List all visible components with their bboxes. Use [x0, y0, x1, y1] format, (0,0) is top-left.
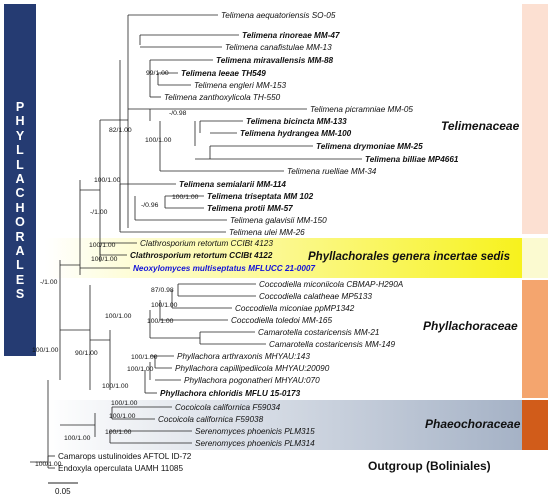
taxon-label: Coccodiella calatheae MP5133 — [259, 292, 372, 301]
support-value: 100/1.00 — [35, 461, 62, 468]
taxon-label: Camarotella costaricensis MM-21 — [258, 328, 380, 337]
telimenaceae-strip — [522, 4, 548, 234]
support-value: -/1.00 — [90, 209, 108, 216]
taxon-label: Endoxyla operculata UAMH 11085 — [58, 464, 183, 473]
support-value: -/0.96 — [141, 202, 159, 209]
taxon-label: Telimena protii MM-57 — [207, 204, 293, 213]
order-bar — [4, 4, 36, 356]
taxon-label: Phyllachora arthraxonis MHYAU:143 — [177, 352, 310, 361]
incertae-sedis-band — [45, 238, 522, 278]
taxon-label: Telimena picramniae MM-05 — [310, 105, 413, 114]
taxon-label: Telimena miravallensis MM-88 — [216, 56, 334, 65]
taxon-label: Telimena aequatoriensis SO-05 — [221, 11, 336, 20]
family-incertae-sedis: Phyllachorales genera incertae sedis — [308, 251, 510, 263]
taxon-label: Camarotella costaricensis MM-149 — [269, 340, 395, 349]
taxon-label: Telimena hydrangea MM-100 — [240, 129, 352, 138]
taxon-label: Coccodiella miconiae ppMP1342 — [235, 304, 355, 313]
support-value: 100/1.00 — [105, 429, 132, 436]
order-label: P H Y L L A C H O R A L E S — [15, 100, 25, 302]
taxon-label: Telimena engleri MM-153 — [194, 81, 287, 90]
support-value: 100/1.00 — [147, 318, 174, 325]
support-value: 100/1.00 — [111, 400, 138, 407]
support-value: 87/0.98 — [151, 287, 174, 294]
taxon-label: Camarops ustulinoides AFTOL ID-72 — [58, 452, 192, 461]
incertae-sedis-strip-light — [522, 238, 548, 278]
support-value: 100/1.00 — [172, 194, 199, 201]
taxon-label: Telimena triseptata MM 102 — [207, 192, 314, 201]
phyllachoraceae-strip — [522, 280, 548, 398]
phaeochoraceae-strip — [522, 400, 548, 450]
taxon-label: Clathrosporium retortum CCIBt 4123 — [140, 239, 273, 248]
family-phyllachoraceae: Phyllachoraceae — [423, 319, 518, 333]
taxon-label: Clathrosporium retortum CCIBt 4122 — [130, 251, 273, 260]
support-value: 100/1.00 — [32, 347, 59, 354]
taxon-label: Serenomyces phoenicis PLM314 — [195, 439, 315, 448]
taxon-label: Serenomyces phoenicis PLM315 — [195, 427, 315, 436]
taxon-label: Telimena rinoreae MM-47 — [242, 31, 340, 40]
taxon-label: Telimena drymoniae MM-25 — [316, 142, 423, 151]
support-value: 82/1.00 — [109, 127, 132, 134]
taxon-label: Phyllachora chloridis MFLU 15-0173 — [160, 389, 301, 398]
taxon-label: Coccodiella toledoi MM-165 — [231, 316, 332, 325]
taxon-label: Telimena leeae TH549 — [181, 69, 266, 78]
taxon-label: Coccodiella miconiicola CBMAP-H290A — [259, 280, 404, 289]
taxon-label: Phyllachora pogonatheri MHYAU:070 — [184, 376, 320, 385]
support-value: -/0.98 — [169, 110, 187, 117]
support-value: 100/1.00 — [127, 366, 154, 373]
taxon-label: Telimena galavisii MM-150 — [230, 216, 327, 225]
support-value: 100/1.00 — [89, 242, 116, 249]
support-value: 100/1.00 — [94, 177, 121, 184]
support-value: 90/1.00 — [75, 350, 98, 357]
family-telimenaceae: Telimenaceae — [441, 119, 520, 133]
scale-bar-label: 0.05 — [55, 487, 71, 496]
taxon-label: Telimena ulei MM-26 — [229, 228, 305, 237]
support-value: 100/1.00 — [91, 256, 118, 263]
support-value: 100/1.00 — [64, 435, 91, 442]
taxon-label: Telimena zanthoxylicola TH-550 — [164, 93, 281, 102]
taxon-label: Phyllachora capillipediicola MHYAU:20090 — [175, 364, 330, 373]
taxon-label: Cocoicola californica F59034 — [175, 403, 281, 412]
support-value: -/1.00 — [40, 279, 58, 286]
taxon-label: Telimena canafistulae MM-13 — [225, 43, 332, 52]
support-value: 99/1.00 — [146, 70, 169, 77]
support-value: 100/1.00 — [145, 137, 172, 144]
taxon-label: Neoxylomyces multiseptatus MFLUCC 21-000… — [133, 264, 315, 273]
taxon-label: Telimena billiae MP4661 — [365, 155, 459, 164]
support-value: 100/1.00 — [109, 413, 136, 420]
taxon-label: Telimena bicincta MM-133 — [246, 117, 347, 126]
support-value: 100/1.00 — [151, 302, 178, 309]
family-phaeochoraceae: Phaeochoraceae — [425, 417, 521, 431]
support-value: 100/1.00 — [131, 354, 158, 361]
support-value: 100/1.00 — [105, 313, 132, 320]
taxon-label: Telimena semialarii MM-114 — [179, 180, 286, 189]
taxon-label: Cocoicola californica F59038 — [158, 415, 264, 424]
taxon-label: Telimena ruelliae MM-34 — [287, 167, 377, 176]
family-outgroup: Outgroup (Boliniales) — [368, 459, 491, 473]
phaeochoraceae-band — [45, 400, 522, 450]
support-value: 100/1.00 — [102, 383, 129, 390]
